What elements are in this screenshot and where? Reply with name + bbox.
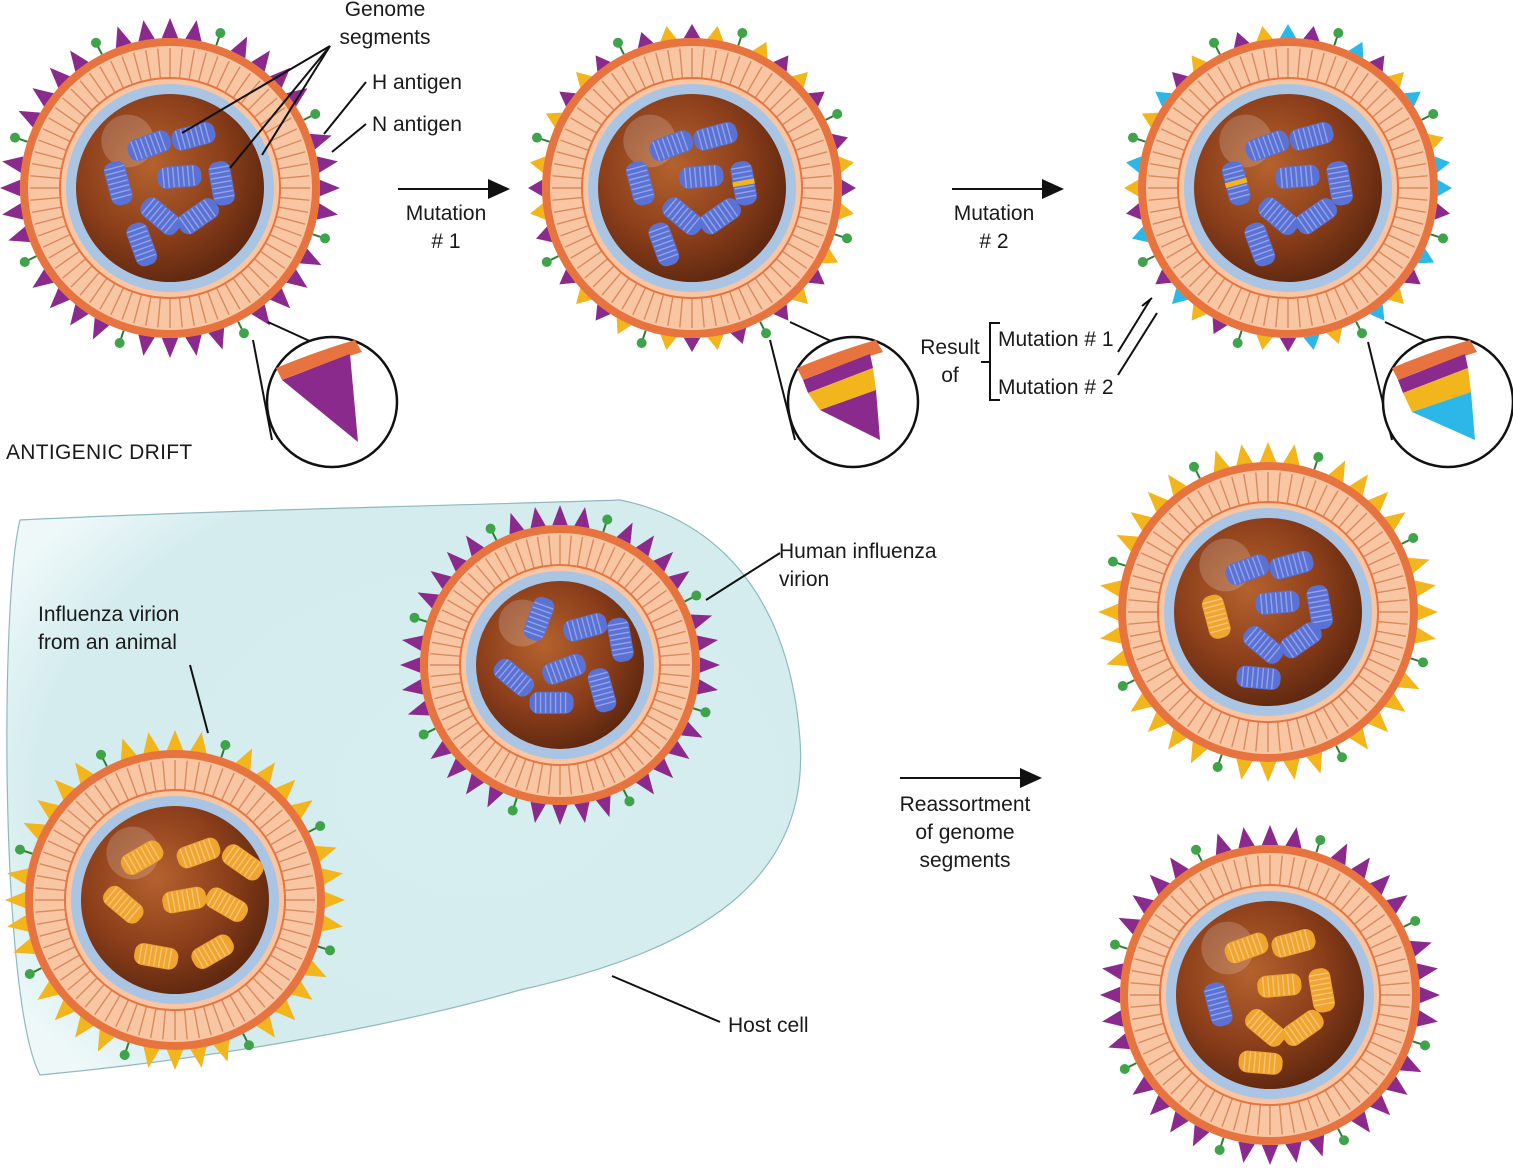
virion-after-mutation-2 [1124, 24, 1452, 352]
zoom-callout-1 [252, 321, 399, 469]
result-mutation-2-label: Mutation # 2 [998, 376, 1114, 399]
reassortant-virion-top [1098, 442, 1438, 782]
virion-after-mutation-1 [528, 24, 856, 352]
h-antigen-label: H antigen [372, 71, 462, 94]
mutation-2-label: Mutation# 2 [953, 202, 1035, 253]
animal-influenza-virion [5, 730, 345, 1070]
antigenic-drift-caption: ANTIGENIC DRIFT [6, 441, 193, 464]
n-antigen-label: N antigen [372, 113, 462, 136]
zoom-callout-2 [769, 321, 920, 469]
host-cell-label: Host cell [728, 1014, 809, 1037]
leader-lines [181, 45, 1158, 1023]
virion-original [0, 18, 340, 358]
human-influenza-virion [400, 505, 720, 825]
result-mutation-1-label: Mutation # 1 [998, 328, 1114, 351]
reassortant-virion-bottom [1100, 825, 1440, 1165]
zoom-callout-3 [1367, 321, 1513, 469]
mutation-1-label: Mutation# 1 [405, 202, 487, 253]
